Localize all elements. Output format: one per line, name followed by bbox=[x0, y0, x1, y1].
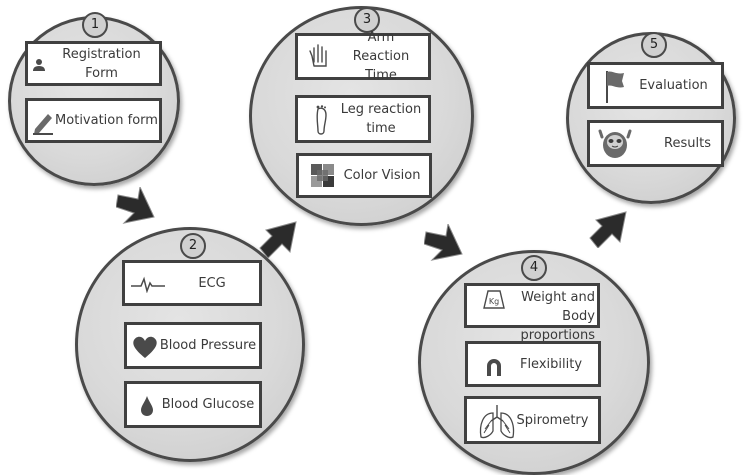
kg-weight-icon: Kg bbox=[483, 290, 505, 309]
hand-icon bbox=[309, 44, 327, 67]
registration-form-box[interactable]: Registration Form bbox=[25, 41, 162, 86]
color-vision-box[interactable]: Color Vision bbox=[296, 153, 432, 198]
spirometry-box[interactable]: Spirometry bbox=[464, 396, 601, 444]
sloth-icon bbox=[598, 129, 632, 158]
evaluation-label: Evaluation bbox=[639, 78, 708, 93]
arm-reaction-time-box[interactable]: Arm Reaction Time bbox=[295, 30, 431, 83]
weight-body-proportions-box[interactable]: Kg Weight and Body proportions bbox=[464, 283, 600, 343]
blood-pressure-box[interactable]: Blood Pressure bbox=[124, 322, 262, 369]
arrow-4-to-5 bbox=[589, 211, 627, 248]
foot-icon bbox=[316, 105, 327, 135]
drop-icon bbox=[141, 396, 153, 416]
blood-glucose-box[interactable]: Blood Glucose bbox=[124, 381, 262, 428]
ecg-label: ECG bbox=[198, 275, 226, 291]
step-5-number-badge: 5 bbox=[641, 32, 667, 58]
flag-icon bbox=[606, 71, 624, 103]
step-2-number-badge: 2 bbox=[180, 233, 206, 259]
lungs-icon bbox=[479, 405, 515, 439]
results-label: Results bbox=[664, 136, 711, 151]
weight-body-proportions-label: Weight and Body proportions bbox=[521, 290, 596, 343]
step-5-circle bbox=[566, 32, 736, 204]
evaluation-box[interactable]: Evaluation bbox=[587, 62, 724, 109]
motivation-form-label: Motivation form bbox=[55, 113, 158, 128]
arrow-3-to-4 bbox=[424, 224, 463, 261]
results-box[interactable]: Results bbox=[587, 120, 724, 167]
step-4-number-badge: 4 bbox=[521, 255, 547, 281]
person-icon bbox=[33, 59, 45, 71]
color-vision-label: Color Vision bbox=[343, 168, 421, 183]
step-1-number-badge: 1 bbox=[82, 12, 108, 38]
flexibility-label: Flexibility bbox=[519, 356, 583, 372]
leg-reaction-time-label: Leg reaction time bbox=[340, 102, 422, 136]
heart-icon bbox=[133, 336, 157, 358]
ecg-wave-icon bbox=[131, 276, 165, 293]
flexibility-box[interactable]: Flexibility bbox=[465, 341, 601, 387]
step-3-number-badge: 3 bbox=[354, 7, 380, 33]
spirometry-label: Spirometry bbox=[516, 412, 589, 428]
arrow-1-to-2 bbox=[116, 187, 155, 224]
arch-icon bbox=[487, 359, 501, 376]
motivation-form-box[interactable]: Motivation form bbox=[25, 98, 162, 143]
ecg-box[interactable]: ECG bbox=[122, 260, 262, 306]
pencil-icon bbox=[33, 114, 53, 135]
arrow-2-to-3 bbox=[259, 221, 297, 258]
leg-reaction-time-box[interactable]: Leg reaction time bbox=[295, 95, 431, 143]
blood-pressure-label: Blood Pressure bbox=[159, 338, 257, 353]
blood-glucose-label: Blood Glucose bbox=[161, 397, 255, 412]
svg-text:Kg: Kg bbox=[489, 297, 499, 306]
color-squares-icon bbox=[311, 164, 334, 187]
registration-form-label: Registration Form bbox=[62, 46, 141, 81]
arm-reaction-time-label: Arm Reaction Time bbox=[352, 30, 410, 83]
